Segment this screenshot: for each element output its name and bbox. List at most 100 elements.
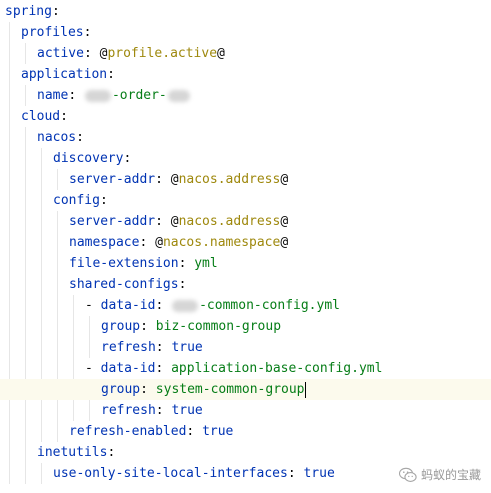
code-line[interactable]: server-addr: @nacos.address@: [0, 211, 491, 232]
yaml-placeholder-delimiter: @: [99, 46, 108, 61]
watermark-text: 蚂蚁的宝藏: [420, 468, 481, 482]
code-line[interactable]: use-only-site-local-interfaces: true: [0, 463, 491, 484]
yaml-boolean: true: [303, 466, 335, 481]
yaml-key: discovery: [53, 151, 124, 166]
yaml-key: refresh-enabled: [69, 424, 187, 439]
code-line[interactable]: refresh: true: [0, 337, 491, 358]
code-line[interactable]: nacos:: [0, 127, 491, 148]
yaml-placeholder-delimiter: @: [280, 214, 289, 229]
wechat-icon: [398, 467, 417, 482]
indent-guide: [25, 43, 26, 64]
indent-guide: [73, 295, 74, 421]
redacted-text: [84, 89, 111, 102]
code-line[interactable]: application:: [0, 64, 491, 85]
yaml-punctuation: :: [83, 25, 92, 40]
yaml-placeholder: nacos.address: [178, 172, 281, 187]
code-line[interactable]: discovery:: [0, 148, 491, 169]
yaml-placeholder-delimiter: @: [170, 172, 179, 187]
yaml-boolean: true: [171, 340, 203, 355]
yaml-punctuation: -: [85, 361, 101, 376]
yaml-key: file-extension: [69, 256, 179, 271]
code-line[interactable]: active: @profile.active@: [0, 43, 491, 64]
indent-guide: [25, 127, 26, 484]
yaml-placeholder: nacos.address: [178, 214, 281, 229]
indent-guide: [9, 22, 10, 484]
yaml-key: group: [101, 382, 141, 397]
code-line[interactable]: config:: [0, 190, 491, 211]
yaml-key: profiles: [21, 25, 84, 40]
indent-guide: [89, 316, 90, 358]
yaml-punctuation: :: [123, 151, 132, 166]
yaml-key: server-addr: [69, 214, 156, 229]
code-line[interactable]: group: system-common-group: [0, 379, 491, 400]
yaml-placeholder-delimiter: @: [155, 235, 163, 250]
yaml-placeholder-delimiter: @: [280, 235, 289, 250]
yaml-value: biz-common-group: [155, 319, 282, 334]
yaml-key: inetutils: [37, 445, 108, 460]
yaml-punctuation: :: [155, 340, 172, 355]
watermark: 蚂蚁的宝藏: [398, 466, 481, 483]
yaml-punctuation: :: [83, 46, 100, 61]
yaml-punctuation: :: [155, 403, 172, 418]
yaml-punctuation: :: [186, 424, 203, 439]
yaml-key: config: [53, 193, 100, 208]
yaml-placeholder-delimiter: @: [280, 172, 289, 187]
yaml-punctuation: :: [51, 4, 60, 19]
yaml-key: namespace: [69, 235, 140, 250]
yaml-key: nacos: [37, 130, 77, 145]
yaml-key: refresh: [101, 340, 156, 355]
yaml-punctuation: :: [178, 256, 195, 271]
code-line[interactable]: - data-id: application-base-config.yml: [0, 358, 491, 379]
indent-guide: [41, 463, 42, 484]
yaml-key: group: [101, 319, 141, 334]
code-line[interactable]: file-extension: yml: [0, 253, 491, 274]
yaml-placeholder-delimiter: @: [217, 46, 225, 61]
yaml-value: -common-config.yml: [199, 298, 340, 313]
yaml-punctuation: :: [155, 298, 172, 313]
yaml-punctuation: :: [155, 214, 171, 229]
redacted-text: [167, 89, 190, 102]
yaml-value: system-common-group: [155, 382, 305, 397]
yaml-punctuation: :: [287, 466, 304, 481]
yaml-placeholder: nacos.namespace: [162, 235, 281, 250]
code-line[interactable]: inetutils:: [0, 442, 491, 463]
code-line[interactable]: name: -order-: [0, 85, 491, 106]
yaml-key: data-id: [100, 361, 156, 376]
code-line[interactable]: server-addr: @nacos.address@: [0, 169, 491, 190]
yaml-punctuation: -: [85, 298, 101, 313]
yaml-key: spring: [5, 4, 52, 19]
yaml-punctuation: :: [155, 172, 171, 187]
yaml-value: yml: [194, 256, 218, 271]
yaml-key: use-only-site-local-interfaces: [53, 466, 288, 481]
yaml-key: application: [21, 67, 108, 82]
yaml-placeholder: profile.active: [107, 46, 218, 61]
yaml-punctuation: :: [68, 88, 84, 103]
yaml-punctuation: :: [60, 109, 68, 124]
code-line[interactable]: shared-configs:: [0, 274, 491, 295]
yaml-key: refresh: [101, 403, 156, 418]
code-line[interactable]: group: biz-common-group: [0, 316, 491, 337]
redacted-text: [172, 299, 199, 312]
yaml-punctuation: :: [107, 67, 115, 82]
yaml-punctuation: :: [178, 277, 187, 292]
code-line[interactable]: profiles:: [0, 22, 491, 43]
yaml-punctuation: :: [99, 193, 108, 208]
indent-guide: [57, 211, 58, 442]
code-line[interactable]: namespace: @nacos.namespace@: [0, 232, 491, 253]
yaml-key: cloud: [21, 109, 61, 124]
indent-guide: [25, 85, 26, 106]
yaml-punctuation: :: [140, 319, 156, 334]
yaml-key: active: [37, 46, 84, 61]
yaml-key: shared-configs: [69, 277, 179, 292]
code-line[interactable]: spring:: [0, 1, 491, 22]
yaml-key: name: [37, 88, 69, 103]
code-line[interactable]: refresh: true: [0, 400, 491, 421]
code-line[interactable]: - data-id: -common-config.yml: [0, 295, 491, 316]
code-line[interactable]: cloud:: [0, 106, 491, 127]
yaml-boolean: true: [202, 424, 234, 439]
yaml-punctuation: :: [76, 130, 84, 145]
text-caret: [304, 381, 306, 398]
yaml-key: server-addr: [69, 172, 156, 187]
code-line[interactable]: refresh-enabled: true: [0, 421, 491, 442]
